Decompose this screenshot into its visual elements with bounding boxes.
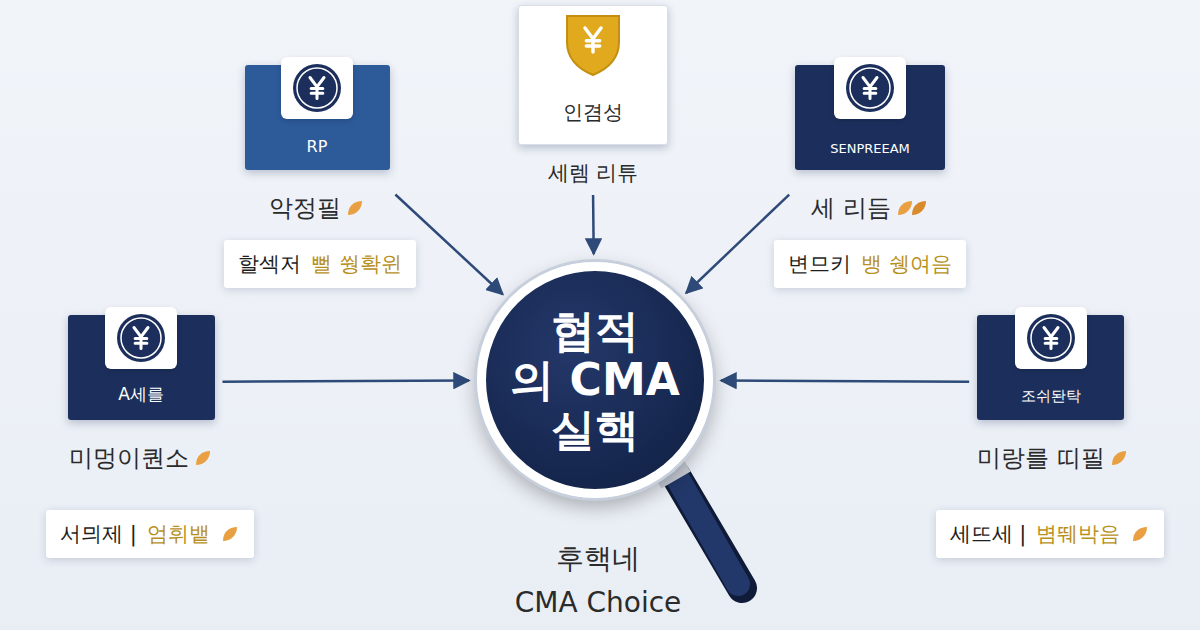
heading-row: 세렘 리튜 [518, 159, 668, 187]
text-box: 세뜨세 | 볌뛔박음 [936, 510, 1165, 558]
icon-panel [281, 57, 353, 119]
coin-icon [291, 62, 343, 114]
yen-stroke [1044, 328, 1058, 349]
icon-panel [834, 57, 906, 119]
leaf-icon [193, 448, 213, 468]
coin [1027, 314, 1075, 362]
card-label: 조쉬돤탁 [977, 387, 1124, 406]
coin-icon [1025, 312, 1077, 364]
card-label: SENPREEAM [795, 141, 945, 156]
highlight-text: 엄휘뱉 [147, 520, 210, 548]
yen-symbol [310, 78, 324, 99]
box-text: 할섹저 [238, 250, 301, 278]
card-face: 조쉬돤탁 [977, 315, 1124, 420]
connector-arrow [222, 381, 469, 382]
brand-label: CMA Choice [515, 586, 682, 619]
text-box: 서믜제 | 엄휘뱉 [46, 510, 254, 558]
focus-title: 협적 [551, 306, 639, 355]
leaf-icon [895, 198, 929, 218]
heading-row: 미멍이퀀소 [68, 442, 215, 474]
connector-arrow [592, 195, 595, 254]
yen-symbol [863, 78, 877, 99]
yen-symbol [134, 328, 148, 349]
icon-card: 인겸성세렘 리튜 [518, 5, 668, 187]
card-heading: 미멍이퀀소 [69, 442, 189, 474]
icon-card: 조쉬돤탁미랑를 띠필 [977, 315, 1129, 474]
shield [567, 16, 619, 75]
coin-ring [1031, 318, 1071, 358]
yen-stroke [134, 328, 148, 349]
leaf [912, 201, 926, 215]
highlight-text: 볌뛔박음 [1036, 520, 1120, 548]
yen-stroke [310, 78, 324, 99]
coin-ring [850, 68, 890, 108]
heading-row: 미랑를 띠필 [977, 442, 1129, 474]
brand-label: 후핵네 [556, 540, 640, 578]
card-heading: 세 리듬 [811, 192, 891, 224]
leaf [898, 201, 912, 215]
leaf-icon [220, 524, 240, 544]
text-box: 변므키 뱅 쉥여음 [774, 240, 966, 288]
card-label: A세를 [68, 383, 215, 406]
leaf [196, 451, 210, 465]
box-text: 세뜨세 | [950, 520, 1027, 548]
heading-row: 세 리듬 [795, 192, 945, 224]
leaf [348, 201, 362, 215]
icon-card: SENPREEAM 세 리듬 [795, 65, 945, 224]
leaf-icon [345, 198, 365, 218]
focus-title: 의 CMA [510, 355, 679, 404]
coin-icon [115, 312, 167, 364]
yen-stroke [585, 28, 601, 52]
coin [293, 64, 341, 112]
leaf [223, 527, 237, 541]
shield-icon [563, 12, 623, 78]
icon-panel [105, 307, 177, 369]
card-face: 인겸성 [518, 5, 668, 145]
box-text: 서믜제 | [60, 520, 137, 548]
highlight-text: 뱅 쉥여음 [861, 250, 952, 278]
card-heading: 세렘 리튜 [548, 159, 639, 187]
yen-symbol [1044, 328, 1058, 349]
icon-card: RP 악정필 [245, 65, 390, 224]
box-text: 변므키 [788, 250, 851, 278]
yen-symbol [585, 28, 601, 52]
card-label: 인겸성 [519, 99, 667, 126]
leaf [1112, 451, 1126, 465]
coin-ring [121, 318, 161, 358]
leaf-icon [1109, 448, 1129, 468]
card-heading: 미랑를 띠필 [977, 442, 1105, 474]
coin [117, 314, 165, 362]
card-label: RP [245, 137, 390, 156]
coin [846, 64, 894, 112]
leaf-icon [1130, 524, 1150, 544]
card-heading: 악정필 [269, 192, 341, 224]
card-face: RP [245, 65, 390, 170]
yen-stroke [863, 78, 877, 99]
handle [674, 472, 738, 584]
heading-row: 악정필 [245, 192, 390, 224]
icon-panel [1015, 307, 1087, 369]
icon-card: A세를미멍이퀀소 [68, 315, 215, 474]
highlight-text: 뻘 쒕확윈 [311, 250, 402, 278]
coin-icon [844, 62, 896, 114]
card-face: SENPREEAM [795, 65, 945, 170]
icon-holder [563, 12, 623, 82]
focus-circle: 협적의 CMA실핵 [477, 262, 713, 498]
text-box: 할섹저 뻘 쒕확윈 [224, 240, 416, 288]
card-face: A세를 [68, 315, 215, 420]
connector-arrow [721, 381, 969, 382]
coin-ring [297, 68, 337, 108]
focus-title: 실핵 [551, 405, 639, 454]
leaf [1133, 527, 1147, 541]
